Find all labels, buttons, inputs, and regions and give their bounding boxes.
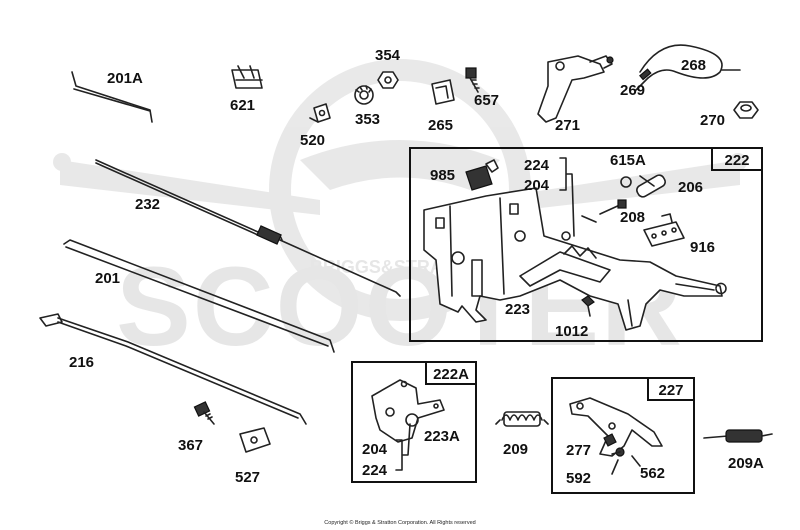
- watermark: SCOOTER BRIGGS&STRATTON: [53, 59, 747, 369]
- label-204-bottom: 204: [362, 441, 388, 458]
- part-270-nut: [733, 101, 759, 119]
- label-269: 269: [620, 82, 645, 99]
- label-354: 354: [375, 47, 401, 64]
- part-657-screw: [465, 67, 480, 93]
- part-208-screw: [599, 199, 627, 215]
- label-367: 367: [178, 437, 203, 454]
- part-354-nut: [377, 71, 399, 89]
- label-227: 227: [658, 382, 683, 399]
- part-1012-pin: [581, 295, 595, 317]
- label-201: 201: [95, 270, 120, 287]
- leader-lines: [581, 175, 655, 475]
- part-527-clamp: [239, 427, 271, 453]
- label-224-bottom: 224: [362, 462, 388, 479]
- assembly-box-227-tag: [647, 377, 695, 401]
- label-271: 271: [555, 117, 580, 134]
- label-223: 223: [505, 301, 530, 318]
- label-232: 232: [135, 196, 160, 213]
- label-224-top: 224: [524, 157, 550, 174]
- label-270: 270: [700, 112, 725, 129]
- part-232-rod-spring: [95, 159, 401, 297]
- label-268: 268: [681, 57, 706, 74]
- part-223A-plate: [371, 379, 445, 443]
- label-209: 209: [503, 441, 528, 458]
- label-208: 208: [620, 209, 645, 226]
- part-201-rod: [63, 239, 335, 353]
- part-209-spring: [495, 411, 549, 427]
- label-520: 520: [300, 132, 325, 149]
- part-216-rod: [39, 313, 307, 425]
- label-916: 916: [690, 239, 715, 256]
- label-592: 592: [566, 470, 591, 487]
- assembly-box-222-tag: [711, 147, 763, 171]
- assembly-box-227: [551, 377, 695, 494]
- label-222: 222: [724, 152, 749, 169]
- label-204-top: 204: [524, 177, 550, 194]
- label-216: 216: [69, 354, 94, 371]
- label-206: 206: [678, 179, 703, 196]
- part-916-bracket: [643, 213, 685, 247]
- label-209A: 209A: [728, 455, 764, 472]
- label-562: 562: [640, 465, 665, 482]
- assembly-box-222: [409, 147, 763, 342]
- part-367-screw: [193, 401, 215, 425]
- label-353: 353: [355, 111, 380, 128]
- label-265: 265: [428, 117, 453, 134]
- part-227-lever: [569, 397, 663, 457]
- copyright-notice: Copyright © Briggs & Stratton Corporatio…: [324, 519, 475, 526]
- part-520-bracket: [309, 103, 331, 123]
- part-985-switch: [465, 159, 499, 191]
- label-201A: 201A: [107, 70, 143, 87]
- part-223-bracket: [423, 187, 727, 331]
- part-268-cable: [635, 44, 741, 91]
- part-209A-spring: [703, 429, 773, 443]
- label-615A: 615A: [610, 152, 646, 169]
- label-621: 621: [230, 97, 255, 114]
- part-621-clip: [231, 65, 263, 89]
- assembly-box-222A: [351, 361, 477, 483]
- part-353-washer: [354, 85, 374, 105]
- part-201A-rod: [71, 71, 153, 123]
- label-bracket-204-224: [395, 423, 411, 471]
- assembly-box-222A-tag: [425, 361, 477, 385]
- label-222A: 222A: [433, 366, 469, 383]
- label-985: 985: [430, 167, 455, 184]
- label-223A: 223A: [424, 428, 460, 445]
- label-657: 657: [474, 92, 499, 109]
- part-265-clip: [431, 79, 455, 105]
- label-527: 527: [235, 469, 260, 486]
- label-277: 277: [566, 442, 591, 459]
- label-1012: 1012: [555, 323, 588, 340]
- part-labels: 201A 621 354 353 520 265 657 271 268 269…: [69, 47, 764, 487]
- label-bracket-224-204-top: [559, 157, 575, 237]
- part-271-lever: [537, 55, 614, 123]
